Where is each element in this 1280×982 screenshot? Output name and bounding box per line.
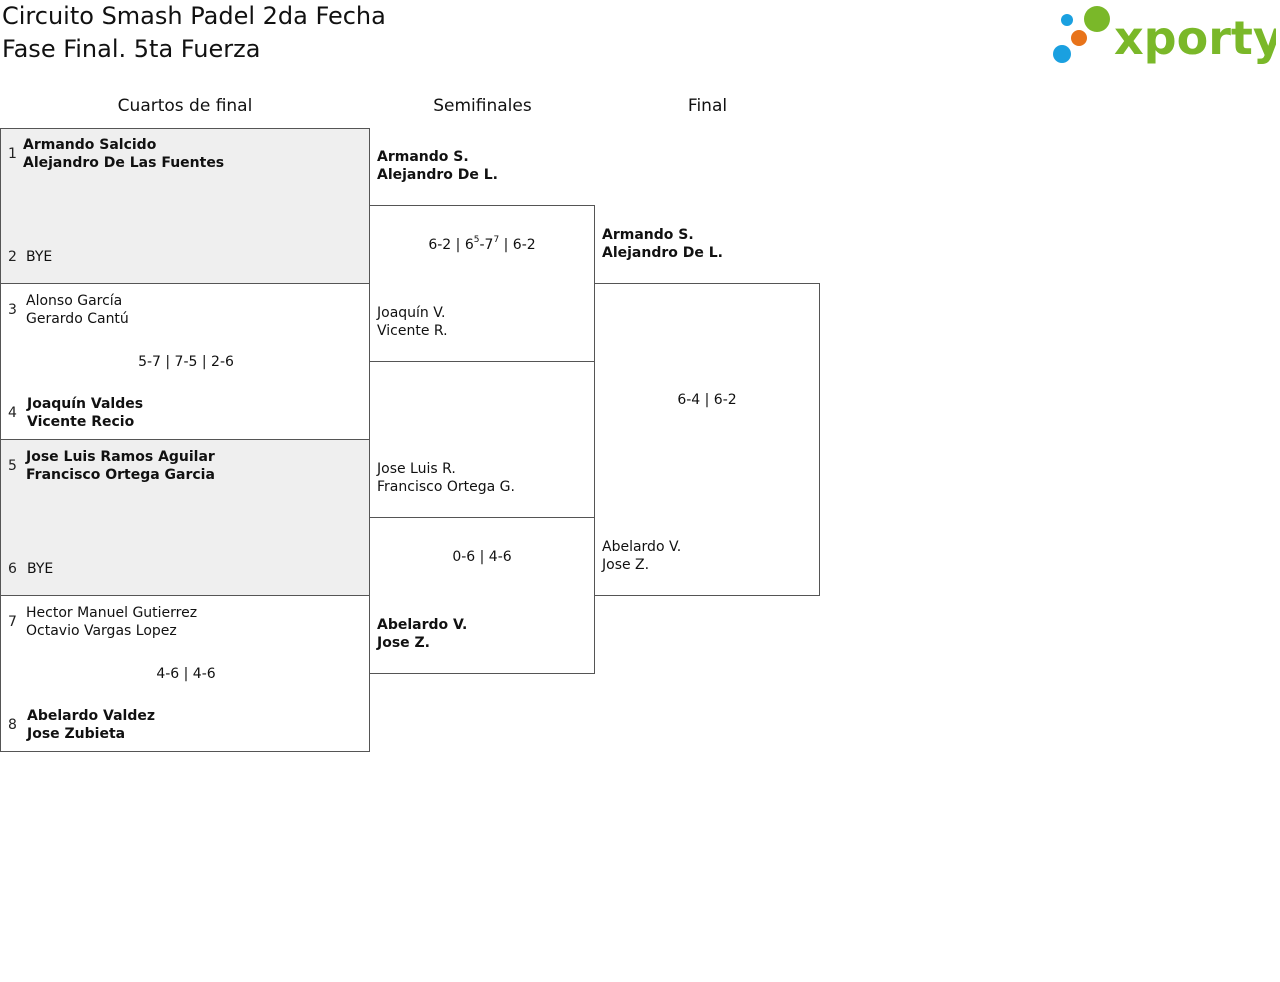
quarterfinal-match-1: 1 Armando Salcido Alejandro De Las Fuent… <box>0 128 370 284</box>
team-name: Jose Luis Ramos Aguilar Francisco Ortega… <box>26 449 215 483</box>
semifinal-match-1: 6-2 | 65-77 | 6-2 Joaquín V. Vicente R. <box>369 205 595 362</box>
logo-dot-blue-large-icon <box>1053 45 1071 63</box>
semifinal-match-2: 0-6 | 4-6 Abelardo V. Jose Z. <box>369 517 595 674</box>
final-bottom-team: Abelardo V. Jose Z. <box>602 539 682 573</box>
round-heading-quarterfinals: Cuartos de final <box>117 96 253 116</box>
team-name: Alonso García Gerardo Cantú <box>26 293 129 327</box>
round-heading-final: Final <box>687 96 728 116</box>
match-score: 6-2 | 65-77 | 6-2 <box>428 235 536 253</box>
final-match: 6-4 | 6-2 Abelardo V. Jose Z. <box>594 283 820 596</box>
final-top-team: Armando S. Alejandro De L. <box>602 227 723 261</box>
semifinal-2-bottom-team: Abelardo V. Jose Z. <box>377 617 468 651</box>
match-score: 0-6 | 4-6 <box>452 549 512 565</box>
page-title: Circuito Smash Padel 2da Fecha <box>2 2 386 30</box>
logo-dot-blue-small-icon <box>1061 14 1073 26</box>
team-name: Joaquín Valdes Vicente Recio <box>27 396 144 430</box>
seed-number: 5 <box>8 458 17 474</box>
semifinal-1-top-team: Armando S. Alejandro De L. <box>377 149 498 183</box>
match-score: 6-4 | 6-2 <box>677 392 737 408</box>
match-score: 4-6 | 4-6 <box>156 666 216 682</box>
bye-label: BYE <box>26 249 53 265</box>
team-name: Abelardo Valdez Jose Zubieta <box>27 708 155 742</box>
xporty-logo: xporty <box>1053 6 1276 65</box>
seed-number: 2 <box>8 249 17 265</box>
semifinal-2-top-team: Jose Luis R. Francisco Ortega G. <box>377 461 515 495</box>
quarterfinal-match-4: 7 Hector Manuel Gutierrez Octavio Vargas… <box>0 595 370 752</box>
seed-number: 7 <box>8 614 17 630</box>
quarterfinal-match-3: 5 Jose Luis Ramos Aguilar Francisco Orte… <box>0 439 370 596</box>
logo-dot-orange-icon <box>1071 30 1087 46</box>
team-name: Hector Manuel Gutierrez Octavio Vargas L… <box>26 605 198 639</box>
match-score: 5-7 | 7-5 | 2-6 <box>138 354 234 370</box>
bye-label: BYE <box>27 561 54 577</box>
seed-number: 3 <box>8 302 17 318</box>
semifinal-1-bottom-team: Joaquín V. Vicente R. <box>377 305 448 339</box>
seed-number: 8 <box>8 717 17 733</box>
seed-number: 1 <box>8 146 17 162</box>
page-subtitle: Fase Final. 5ta Fuerza <box>2 35 261 63</box>
seed-number: 6 <box>8 561 17 577</box>
seed-number: 4 <box>8 405 17 421</box>
logo-wordmark: xporty <box>1114 11 1276 65</box>
team-name: Armando Salcido Alejandro De Las Fuentes <box>23 137 225 171</box>
quarterfinal-match-2: 3 Alonso García Gerardo Cantú 5-7 | 7-5 … <box>0 283 370 440</box>
logo-dot-green-icon <box>1084 6 1110 32</box>
round-heading-semifinals: Semifinales <box>433 96 532 116</box>
